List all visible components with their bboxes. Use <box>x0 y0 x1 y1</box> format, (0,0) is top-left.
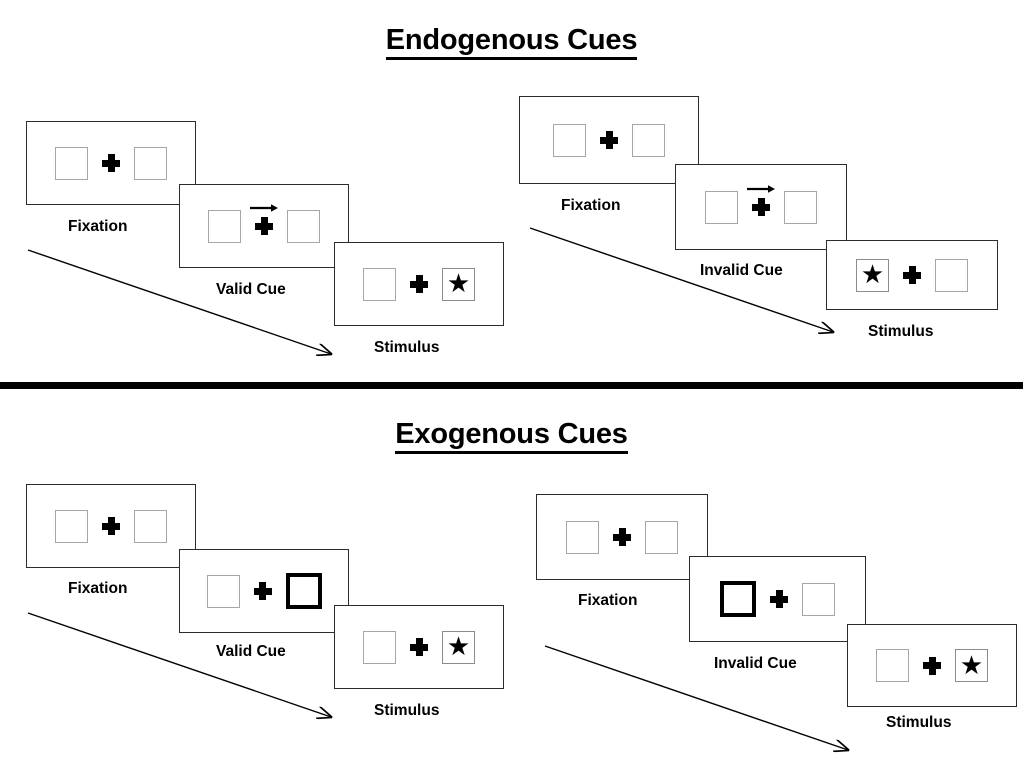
panel-label-exogenous-valid-stimulus: Stimulus <box>374 702 440 719</box>
panel-endogenous-valid-cue <box>179 184 349 268</box>
placeholder-box-left <box>566 520 599 554</box>
fixation-cross-icon <box>903 266 921 284</box>
placeholder-box-left <box>206 574 240 608</box>
panel-label-exogenous-valid-fixation: Fixation <box>68 580 128 597</box>
fixation-cross-icon <box>410 275 428 293</box>
placeholder-box-left <box>553 123 586 157</box>
section-divider <box>0 382 1023 389</box>
fixation-cross-icon <box>770 590 788 608</box>
panel-label-exogenous-invalid-stimulus: Stimulus <box>886 714 952 731</box>
panel-endogenous-invalid-fixation <box>519 96 699 184</box>
panel-endogenous-invalid-cue <box>675 164 847 250</box>
target-box-right: ★ <box>442 630 475 664</box>
panel-exogenous-valid-fixation <box>26 484 196 568</box>
fixation-cross-icon <box>102 517 120 535</box>
panel-label-exogenous-invalid-cue: Invalid Cue <box>714 655 797 672</box>
section-title-exogenous: Exogenous Cues <box>0 418 1023 454</box>
placeholder-box-left <box>55 509 88 543</box>
time-arrow-exogenous-invalid <box>544 645 863 760</box>
section-title-exogenous-text: Exogenous Cues <box>395 418 628 454</box>
target-box-left: ★ <box>856 258 889 292</box>
placeholder-box-right <box>134 146 167 180</box>
placeholder-box-right <box>802 582 835 616</box>
fixation-cross-icon <box>600 131 618 149</box>
placeholder-box-right <box>134 509 167 543</box>
fixation-cross-icon <box>923 656 941 675</box>
cue-box-left-highlight <box>720 581 756 617</box>
fixation-cross-icon <box>747 185 775 216</box>
placeholder-box-left <box>55 146 88 180</box>
fixation-cross-icon <box>102 154 120 172</box>
panel-exogenous-invalid-stimulus: ★ <box>847 624 1017 707</box>
panel-label-endogenous-valid-cue: Valid Cue <box>216 281 286 298</box>
panel-label-endogenous-invalid-cue: Invalid Cue <box>700 262 783 279</box>
placeholder-box-left <box>705 190 738 224</box>
cue-arrow-right-icon <box>747 185 775 193</box>
fixation-cross-icon <box>613 528 631 546</box>
panel-label-endogenous-valid-fixation: Fixation <box>68 218 128 235</box>
target-box-right: ★ <box>955 649 988 682</box>
panel-endogenous-valid-fixation <box>26 121 196 205</box>
panel-exogenous-invalid-fixation <box>536 494 708 580</box>
placeholder-box-left <box>876 649 909 682</box>
panel-exogenous-valid-stimulus: ★ <box>334 605 504 689</box>
panel-label-exogenous-invalid-fixation: Fixation <box>578 592 638 609</box>
panel-label-endogenous-valid-stimulus: Stimulus <box>374 339 440 356</box>
placeholder-box-left <box>363 267 396 301</box>
placeholder-box-left <box>208 209 241 243</box>
placeholder-box-right <box>632 123 665 157</box>
placeholder-box-right <box>935 258 968 292</box>
star-icon: ★ <box>860 259 885 289</box>
placeholder-box-right <box>784 190 817 224</box>
section-title-endogenous: Endogenous Cues <box>0 24 1023 60</box>
panel-exogenous-invalid-cue <box>689 556 866 642</box>
panel-label-endogenous-invalid-fixation: Fixation <box>561 197 621 214</box>
fixation-cross-icon <box>410 638 428 656</box>
target-box-right: ★ <box>442 267 475 301</box>
placeholder-box-right <box>287 209 320 243</box>
panel-label-exogenous-valid-cue: Valid Cue <box>216 643 286 660</box>
star-icon: ★ <box>446 268 471 298</box>
panel-label-endogenous-invalid-stimulus: Stimulus <box>868 323 934 340</box>
fixation-cross-icon <box>253 582 272 600</box>
panel-endogenous-valid-stimulus: ★ <box>334 242 504 326</box>
panel-endogenous-invalid-stimulus: ★ <box>826 240 998 310</box>
panel-exogenous-valid-cue <box>179 549 349 633</box>
section-title-endogenous-text: Endogenous Cues <box>385 24 637 60</box>
fixation-cross-icon <box>250 204 278 235</box>
cue-arrow-right-icon <box>250 204 278 212</box>
star-icon: ★ <box>959 649 984 680</box>
star-icon: ★ <box>446 631 471 661</box>
placeholder-box-right <box>645 520 678 554</box>
placeholder-box-left <box>363 630 396 664</box>
cue-box-right-highlight <box>285 573 322 609</box>
